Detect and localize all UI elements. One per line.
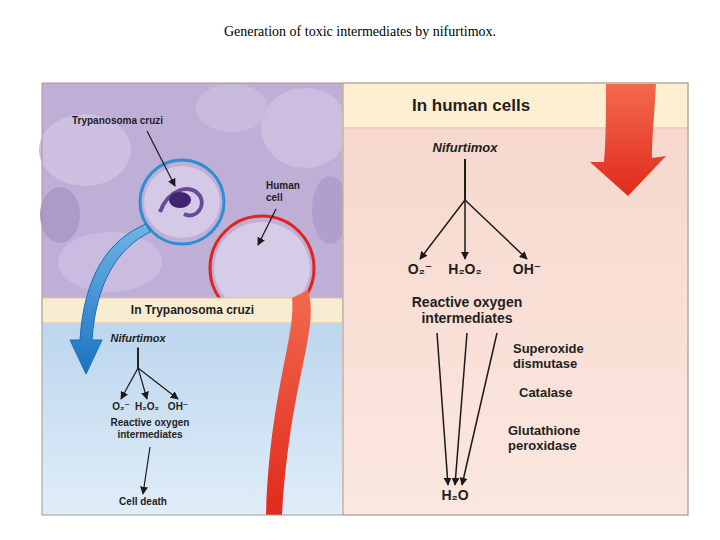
flow-arrow: [420, 159, 465, 259]
red-curved-wedge: [266, 290, 311, 515]
ros-species: OH⁻: [168, 401, 188, 413]
flow-arrow: [138, 348, 178, 399]
node-text: H₂O: [441, 487, 468, 503]
enzyme-label: Glutathione peroxidase: [508, 424, 600, 454]
ros-group: Reactive oxygen intermediates O₂⁻ H₂O₂ OH⁻: [92, 400, 208, 444]
node-text: OH⁻: [513, 261, 541, 277]
figure-title: Generation of toxic intermediates by nif…: [0, 24, 720, 40]
enzyme-label: Superoxide dismutase: [513, 342, 605, 372]
drug-label: Nifurtimox: [111, 332, 166, 345]
drug-label: Nifurtimox: [433, 141, 498, 156]
flow-arrow: [143, 447, 150, 494]
product-label: H₂O: [441, 487, 468, 503]
leader-arrow: [258, 209, 276, 245]
node-text: Nifurtimox: [111, 332, 166, 345]
node-text: H₂O₂: [448, 261, 481, 277]
panel-heading: In Trypanosoma cruzi: [42, 298, 343, 323]
ros-species: H₂O₂: [135, 401, 159, 413]
node-text: O₂⁻: [112, 401, 130, 413]
node-text: OH⁻: [168, 401, 188, 413]
group-heading: Reactive oxygen intermediates: [92, 417, 208, 440]
ros-species: O₂⁻: [112, 401, 130, 413]
flow-arrow: [462, 333, 497, 485]
flow-arrow: [455, 333, 467, 485]
ros-group: Reactive oxygen intermediates O₂⁻ H₂O₂ OH⁻: [392, 258, 542, 330]
figure-frame: [42, 83, 688, 515]
micrograph-cells: [39, 84, 349, 314]
flow-arrow: [465, 159, 527, 259]
node-text: Nifurtimox: [433, 141, 498, 156]
node-text: O₂⁻: [408, 261, 433, 277]
callout-label: Trypanosoma cruzi: [72, 115, 163, 127]
connectors: [121, 159, 527, 494]
leader-arrow: [147, 131, 175, 186]
ros-species: H₂O₂: [448, 261, 481, 277]
ros-species: OH⁻: [513, 261, 541, 277]
parasite-circle: [140, 160, 224, 244]
outcome-label: Cell death: [119, 496, 167, 508]
group-heading: Reactive oxygen intermediates: [392, 294, 542, 326]
callout-label: Human cell: [266, 180, 308, 203]
panel-divider: [343, 83, 344, 515]
enzyme-label: Catalase: [519, 386, 572, 401]
red-big-arrow: [590, 84, 666, 196]
parasite-panel: In Trypanosoma cruziNifurtimoxReactive o…: [42, 298, 343, 515]
panel-heading: In human cells: [343, 83, 688, 128]
flow-arrow: [121, 348, 138, 399]
node-text: Cell death: [119, 496, 167, 508]
flow-arrow: [437, 333, 448, 485]
node-text: H₂O₂: [135, 401, 159, 413]
ros-species: O₂⁻: [408, 261, 433, 277]
